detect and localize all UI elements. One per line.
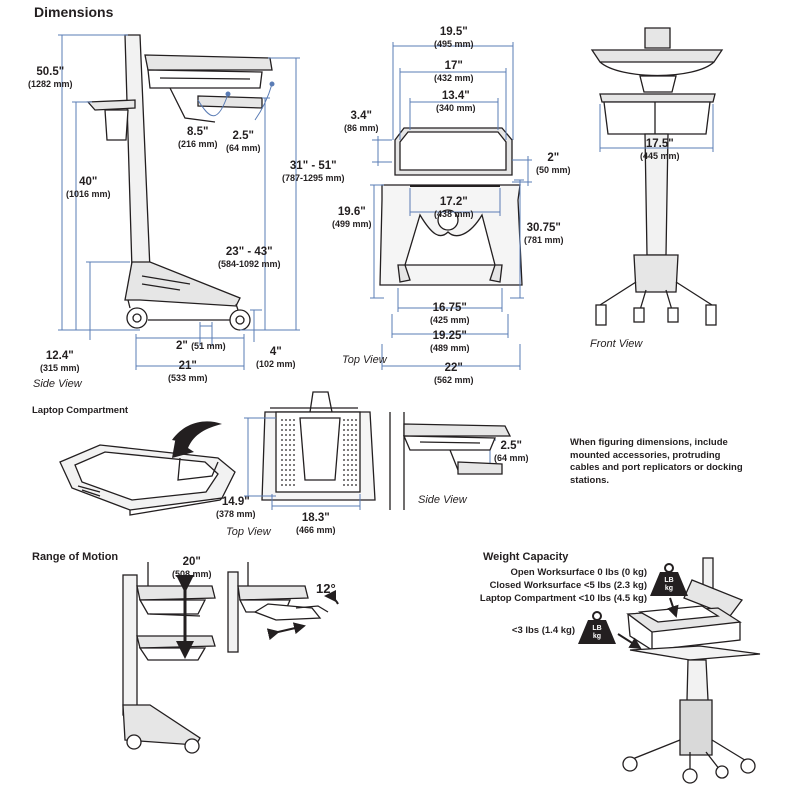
dim-caster-offset: 2" (51 mm) — [176, 340, 226, 352]
weight-keyboard-tray: <3 lbs (1.4 kg) — [511, 625, 575, 636]
laptop-compartment-drawing — [59, 444, 236, 516]
dim-top-overall-width: 19.5"(495 mm) — [434, 26, 474, 49]
weight-icon-1 — [650, 572, 688, 596]
label-side-view: Side View — [33, 378, 82, 390]
heading-weight-capacity: Weight Capacity — [483, 551, 569, 563]
weight-closed-worksurface: Closed Worksurface <5 lbs (2.3 kg) — [489, 580, 647, 591]
range-of-motion-drawing-1 — [122, 562, 216, 754]
weight-open-worksurface: Open Worksurface 0 lbs (0 kg) — [510, 567, 647, 578]
dimension-note: When figuring dimensions, include mounte… — [570, 437, 743, 486]
weight-icon-2 — [578, 620, 616, 644]
side-view-cart — [86, 34, 273, 331]
front-view-dimension-lines — [599, 104, 714, 152]
dim-base-height: 12.4"(315 mm) — [40, 350, 80, 373]
weight-laptop-compartment: Laptop Compartment <10 lbs (4.5 kg) — [479, 593, 647, 604]
dim-compartment-side-drop: 2.5"(64 mm) — [494, 440, 529, 463]
dim-top-worksurface-width: 17"(432 mm) — [434, 60, 474, 83]
dim-top-keyboard-width: 13.4"(340 mm) — [436, 90, 476, 113]
tilt-arrow — [324, 590, 339, 605]
label-top-view: Top View — [342, 354, 387, 366]
dim-top-base-inner-width: 16.75"(425 mm) — [430, 302, 470, 325]
weight-capacity-cart — [622, 557, 761, 784]
slide-arrow — [266, 622, 306, 641]
range-of-motion-drawing-2 — [227, 562, 329, 653]
side-view-dimension-lines — [58, 34, 300, 370]
insert-arrow-icon — [172, 421, 222, 458]
dim-compartment-depth: 14.9"(378 mm) — [216, 496, 256, 519]
dim-compartment-height-range: 23" - 43"(584-1092 mm) — [218, 246, 281, 269]
dim-top-tray-width: 17.2"(438 mm) — [434, 196, 474, 219]
dim-top-caster-width: 22"(562 mm) — [434, 362, 474, 385]
top-view-cart — [379, 127, 523, 286]
compartment-top-dots — [281, 419, 357, 486]
dim-motion-tilt: 12° — [316, 581, 336, 596]
dim-top-offset: 2"(50 mm) — [536, 152, 571, 175]
dim-top-overall-depth: 30.75"(781 mm) — [524, 222, 564, 245]
dim-compartment-drop: 2.5"(64 mm) — [226, 130, 261, 153]
heading-dimensions: Dimensions — [34, 4, 114, 20]
dim-top-handle-depth: 3.4"(86 mm) — [344, 110, 379, 133]
dim-caster-diameter: 4"(102 mm) — [256, 346, 296, 369]
dim-motion-height: 20"(508 mm) — [172, 556, 212, 579]
dim-worksurface-depth: 8.5"(216 mm) — [178, 126, 218, 149]
heading-laptop-compartment: Laptop Compartment — [32, 405, 129, 416]
dim-worksurface-height-range: 31" - 51"(787-1295 mm) — [282, 160, 345, 183]
dim-handle-height: 40"(1016 mm) — [66, 176, 111, 199]
label-front-view: Front View — [590, 338, 643, 350]
dim-overall-height: 50.5"(1282 mm) — [28, 66, 73, 89]
front-view-cart — [590, 27, 724, 326]
label-compartment-side-view: Side View — [418, 494, 467, 506]
heading-range-of-motion: Range of Motion — [32, 551, 119, 563]
compartment-top-drawing — [261, 391, 376, 501]
top-view-dimension-lines — [370, 42, 532, 370]
dim-base-depth: 21"(533 mm) — [168, 360, 208, 383]
dim-compartment-width: 18.3"(466 mm) — [296, 512, 336, 535]
dim-front-worksurface-width: 17.5"(445 mm) — [640, 138, 680, 161]
compartment-side-drawing — [389, 412, 512, 510]
dim-top-base-depth: 19.6"(499 mm) — [332, 206, 372, 229]
dim-top-base-width: 19.25"(489 mm) — [430, 330, 470, 353]
label-compartment-top-view: Top View — [226, 526, 271, 538]
